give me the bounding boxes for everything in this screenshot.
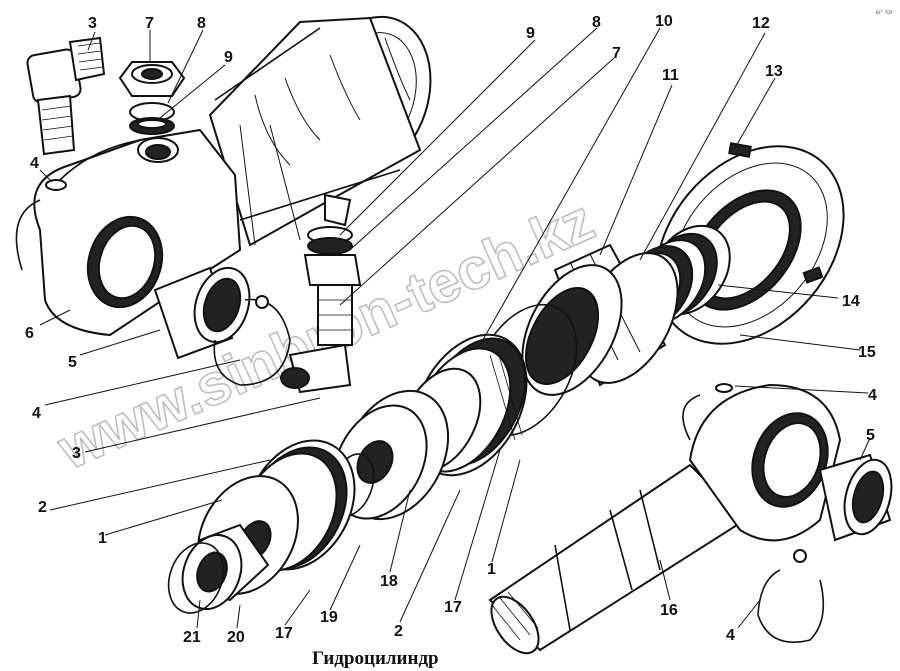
union-nut-top	[118, 61, 186, 135]
cylinder-barrel	[208, 15, 432, 247]
rod-eye	[688, 383, 842, 542]
elbow-fitting	[26, 36, 106, 156]
label-7-mid: 7	[612, 45, 621, 62]
snap-ring-right-upper	[682, 383, 733, 441]
label-21: 21	[183, 629, 201, 646]
label-17-lower: 17	[275, 625, 293, 642]
snap-ring-upper	[15, 179, 67, 271]
label-3-top: 3	[88, 15, 97, 32]
middle-fitting	[280, 193, 362, 394]
label-19: 19	[320, 609, 338, 626]
label-1-mid: 1	[487, 561, 496, 578]
label-2-mid: 2	[394, 623, 403, 640]
label-6: 6	[25, 325, 34, 342]
label-16: 16	[660, 602, 678, 619]
corner-mark: ю° тог	[876, 10, 894, 16]
label-5-left: 5	[68, 354, 77, 371]
label-7-top: 7	[145, 15, 154, 32]
label-9-top: 9	[224, 49, 233, 66]
piston-rod	[488, 463, 747, 655]
label-18: 18	[380, 573, 398, 590]
leader-lines	[39, 27, 871, 629]
label-3-lower: 3	[72, 445, 81, 462]
label-12: 12	[752, 15, 770, 32]
label-4-middle: 4	[32, 405, 41, 422]
snap-ring-middle	[213, 295, 291, 386]
part-labels: 3 7 8 9 4 6 5 4 9 8 7 10 11 12 13 14 15 …	[25, 13, 877, 646]
label-5-right: 5	[866, 427, 875, 444]
snap-ring-right-lower	[757, 549, 825, 644]
label-11: 11	[662, 67, 679, 84]
bushing-right	[818, 453, 893, 542]
cylinder-end-eye	[33, 128, 242, 337]
spacer-ring	[332, 389, 450, 521]
label-9-mid: 9	[526, 25, 535, 42]
label-10: 10	[655, 13, 673, 30]
label-13: 13	[765, 63, 783, 80]
label-14: 14	[842, 293, 860, 310]
label-4-bottom: 4	[726, 627, 735, 644]
diagram-caption: Гидроцилиндр	[312, 648, 439, 669]
label-2-left: 2	[38, 499, 47, 516]
label-15: 15	[858, 344, 876, 361]
label-8-top: 8	[197, 15, 206, 32]
castle-nut	[167, 523, 270, 614]
guide-bushing	[521, 243, 679, 396]
label-1-left: 1	[98, 530, 107, 547]
label-4-left: 4	[30, 155, 39, 172]
label-20: 20	[227, 629, 245, 646]
label-17-mid: 17	[444, 599, 462, 616]
label-4-right: 4	[868, 387, 877, 404]
bushing-left	[153, 266, 251, 360]
label-8-mid: 8	[592, 14, 601, 31]
